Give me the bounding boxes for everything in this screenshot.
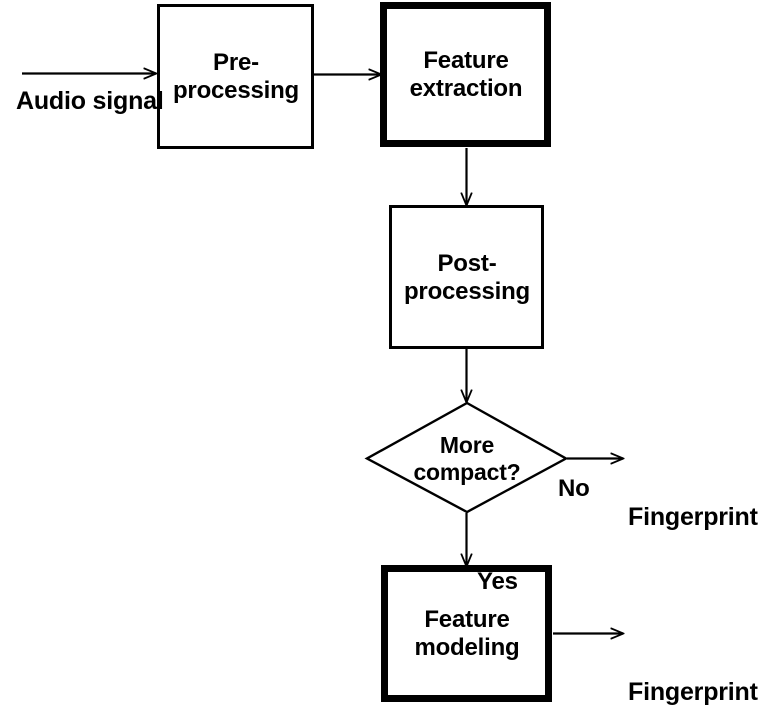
node-post-processing xyxy=(389,205,544,349)
node-label-post-processing: Post- processing xyxy=(390,206,544,349)
node-label-feature-extraction: Feature extraction xyxy=(383,4,549,146)
node-more-compact-decision xyxy=(364,401,569,514)
node-label-pre-processing: Pre- processing xyxy=(158,5,314,149)
label-audio-signal: Audio signal xyxy=(16,29,166,174)
node-feature-modeling xyxy=(381,565,552,702)
node-feature-extraction xyxy=(380,2,551,147)
label-audio-signal-text: Audio signal xyxy=(16,87,164,115)
node-label-pre-processing-line1: Pre- xyxy=(213,49,259,77)
node-label-feature-extraction-line2: extraction xyxy=(409,75,523,102)
node-label-feature-modeling-line1: Feature xyxy=(424,606,510,634)
label-fingerprint-modeling-output-text: Fingerprint xyxy=(628,678,758,706)
node-label-more-compact-decision: More compact? xyxy=(367,404,567,513)
edge-label-yes: Yes xyxy=(477,512,547,651)
node-pre-processing xyxy=(157,4,314,149)
node-label-feature-modeling: Feature modeling xyxy=(384,568,550,700)
node-label-pre-processing-line2: processing xyxy=(172,77,300,104)
node-label-feature-extraction-line1: Feature xyxy=(423,47,509,75)
node-label-more-compact-decision-line1: More xyxy=(439,431,495,458)
node-label-post-processing-line1: Post- xyxy=(437,249,497,277)
edge-label-no-text: No xyxy=(558,474,590,502)
label-fingerprint-no-branch-text: Fingerprint xyxy=(628,503,758,531)
edge-label-no: No xyxy=(558,419,618,558)
label-fingerprint-modeling-output: Fingerprint xyxy=(628,620,769,706)
node-label-post-processing-line2: processing xyxy=(403,277,531,305)
label-fingerprint-no-branch: Fingerprint xyxy=(628,445,769,590)
node-label-feature-modeling-line2: modeling xyxy=(414,634,520,661)
edge-label-yes-text: Yes xyxy=(477,567,518,595)
node-label-more-compact-decision-line2: compact? xyxy=(413,458,521,485)
